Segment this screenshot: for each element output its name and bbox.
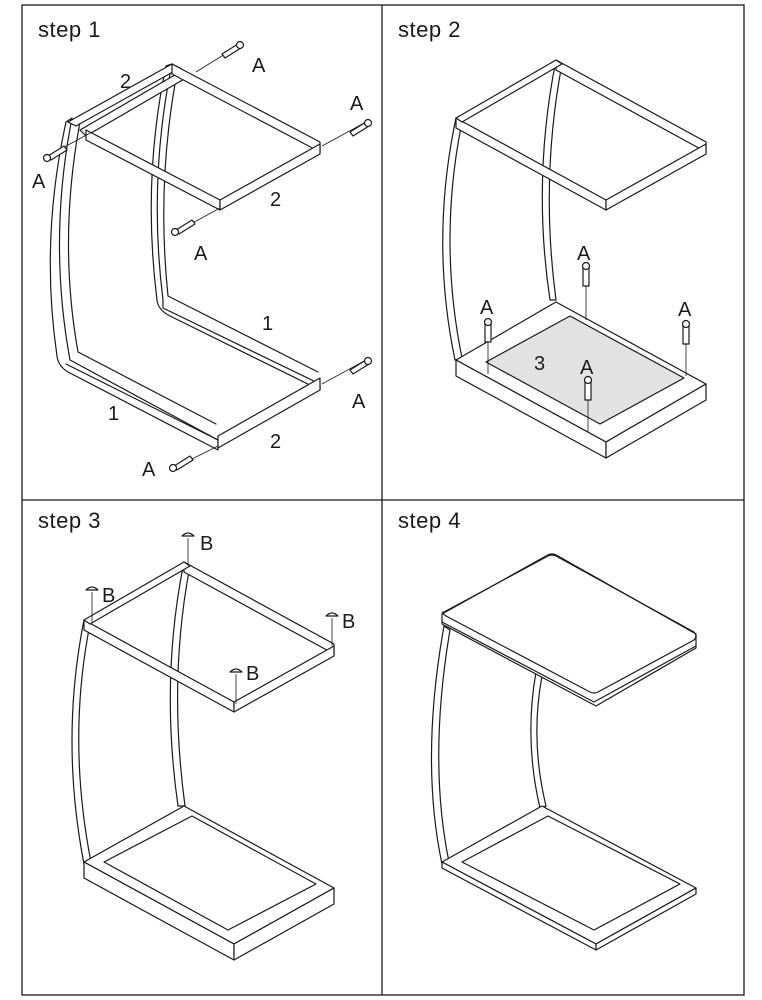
step-4-table-drawing (430, 553, 697, 951)
step-1-title: step 1 (38, 17, 101, 42)
step-1-screw-label: A (142, 459, 156, 481)
step-1-screw-left (42, 131, 93, 163)
step-2-panel: step 2 (398, 17, 707, 459)
step-3-cap-label: B (200, 533, 213, 555)
step-2-title: step 2 (398, 17, 461, 42)
step-3-panel: step 3 B B (38, 508, 355, 961)
step-2-screws (483, 261, 691, 432)
step-1-screw-mid (170, 207, 221, 237)
panel-grid (21, 4, 745, 996)
step-2-screw-label: A (480, 297, 494, 319)
step-4-title: step 4 (398, 508, 461, 533)
step-3-cap-label: B (246, 663, 259, 685)
step-3-frame-drawing (71, 561, 335, 961)
step-2-frame-drawing (442, 59, 707, 459)
step-1-frame-drawing (49, 63, 321, 451)
step-1-screw-label: A (252, 55, 266, 77)
step-1-panel: step 1 (32, 17, 373, 481)
step-1-label-tube-1-left: 1 (108, 403, 119, 425)
step-2-screw-label: A (577, 243, 591, 265)
step-2-label-shelf: 3 (534, 353, 545, 375)
step-2-screw-label: A (678, 299, 692, 321)
step-3-caps (85, 532, 339, 704)
step-1-screw-label: A (352, 391, 366, 413)
step-1-screw-label: A (32, 171, 46, 193)
step-4-panel: step 4 (398, 508, 697, 951)
step-1-screw-label: A (350, 93, 364, 115)
step-2-screw-label: A (580, 357, 594, 379)
step-1-screw-far-right (321, 118, 373, 147)
step-1-label-tube-2-top: 2 (120, 71, 131, 93)
step-1-screw-top-right (195, 40, 245, 73)
step-1-label-tube-2-right: 2 (270, 189, 281, 211)
step-1-label-tube-1-right: 1 (262, 313, 273, 335)
step-1-screw-label: A (194, 243, 208, 265)
step-3-cap-label: B (342, 611, 355, 633)
step-1-label-tube-2-bottom: 2 (270, 431, 281, 453)
step-1-screw-bottom-left (168, 445, 219, 473)
step-3-cap-label: B (102, 585, 115, 607)
step-3-title: step 3 (38, 508, 101, 533)
step-1-screw-bottom-right (321, 356, 373, 385)
